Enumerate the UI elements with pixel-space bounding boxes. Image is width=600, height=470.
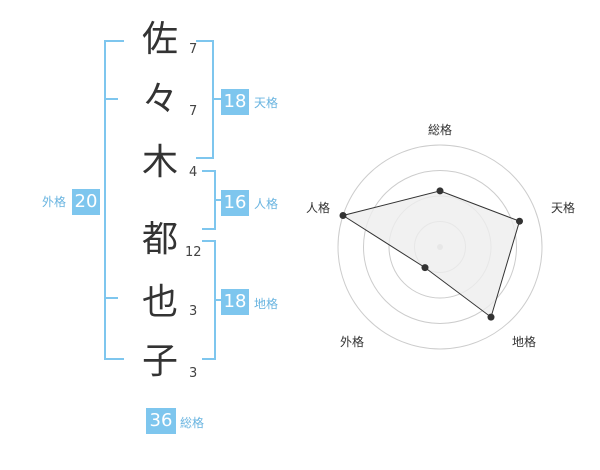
chikaku-label: 地格 bbox=[254, 297, 279, 311]
radar-axis-label-jinkaku: 人格 bbox=[306, 200, 330, 215]
gaikaku-label: 外格 bbox=[42, 195, 67, 209]
gaikaku-tick-lower bbox=[104, 297, 118, 299]
gaikaku-bracket bbox=[104, 40, 124, 360]
name-char-6: 子 bbox=[141, 341, 178, 382]
tenkaku-tick bbox=[212, 98, 222, 100]
tenkaku-value-badge: 18 bbox=[221, 89, 249, 115]
name-char-3: 木 bbox=[141, 142, 178, 183]
name-char-4: 都 bbox=[141, 219, 178, 260]
chikaku-tick bbox=[214, 299, 222, 301]
name-char-2: 々 bbox=[141, 79, 178, 120]
radar-ring-3 bbox=[363, 170, 517, 324]
jinkaku-label: 人格 bbox=[254, 197, 279, 211]
soukaku-label: 総格 bbox=[180, 416, 205, 430]
radar-axis-label-gaikaku: 外格 bbox=[340, 334, 364, 349]
radar-value-polygon bbox=[341, 190, 521, 318]
stroke-count-4: 12 bbox=[185, 245, 202, 260]
jinkaku-value-badge: 16 bbox=[221, 190, 249, 216]
radar-point-2 bbox=[516, 217, 523, 225]
radar-ring-4 bbox=[337, 144, 543, 350]
stroke-count-5: 3 bbox=[189, 304, 198, 319]
radar-point-4 bbox=[421, 264, 429, 272]
chikaku-value-badge: 18 bbox=[221, 289, 249, 315]
radar-axis-label-soukaku: 総格 bbox=[428, 122, 452, 137]
gaikaku-tick-upper bbox=[104, 98, 118, 100]
stroke-count-3: 4 bbox=[189, 165, 198, 180]
radar-axis-label-chikaku: 地格 bbox=[512, 334, 536, 349]
radar-axis-label-tenkaku: 天格 bbox=[551, 200, 575, 215]
soukaku-value-badge: 36 bbox=[146, 408, 176, 434]
radar-point-5 bbox=[339, 212, 347, 219]
stroke-count-1: 7 bbox=[189, 42, 198, 57]
gaikaku-value-badge: 20 bbox=[72, 189, 100, 215]
stroke-count-2: 7 bbox=[189, 104, 198, 119]
jinkaku-tick bbox=[214, 199, 222, 201]
radar-point-3 bbox=[487, 313, 495, 321]
tenkaku-label: 天格 bbox=[254, 96, 279, 110]
name-char-1: 佐 bbox=[141, 19, 178, 60]
name-char-5: 也 bbox=[141, 282, 178, 323]
stroke-count-6: 3 bbox=[189, 366, 198, 381]
radar-point-1 bbox=[436, 187, 444, 195]
